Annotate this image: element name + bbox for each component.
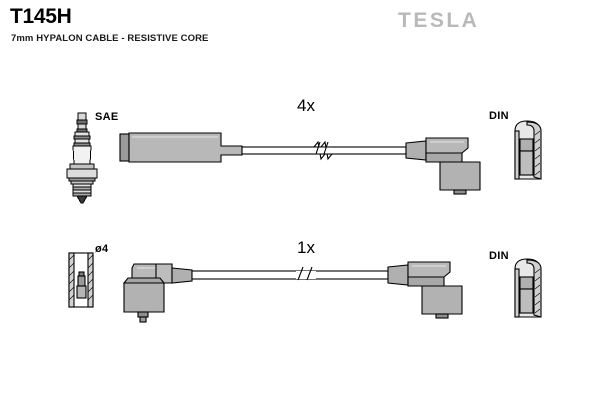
cable-assembly-bottom	[122, 261, 463, 323]
quantity-label-bottom: 1x	[297, 238, 315, 257]
din-label-top: DIN	[489, 110, 509, 122]
cable-assembly-top	[119, 132, 481, 195]
brand-logo: TESLA	[398, 9, 480, 32]
part-description: 7mm HYPALON CABLE - RESISTIVE CORE	[11, 33, 209, 44]
din-socket-symbol-bottom	[514, 258, 542, 318]
spark-plug-symbol	[66, 112, 98, 204]
diameter-label: ø4	[95, 243, 109, 255]
page-title: T145H	[10, 5, 72, 28]
terminal-diameter-symbol	[68, 252, 94, 308]
sae-label: SAE	[95, 111, 119, 123]
quantity-label-top: 4x	[297, 96, 315, 115]
din-label-bottom: DIN	[489, 250, 509, 262]
din-socket-symbol-top	[514, 120, 542, 180]
